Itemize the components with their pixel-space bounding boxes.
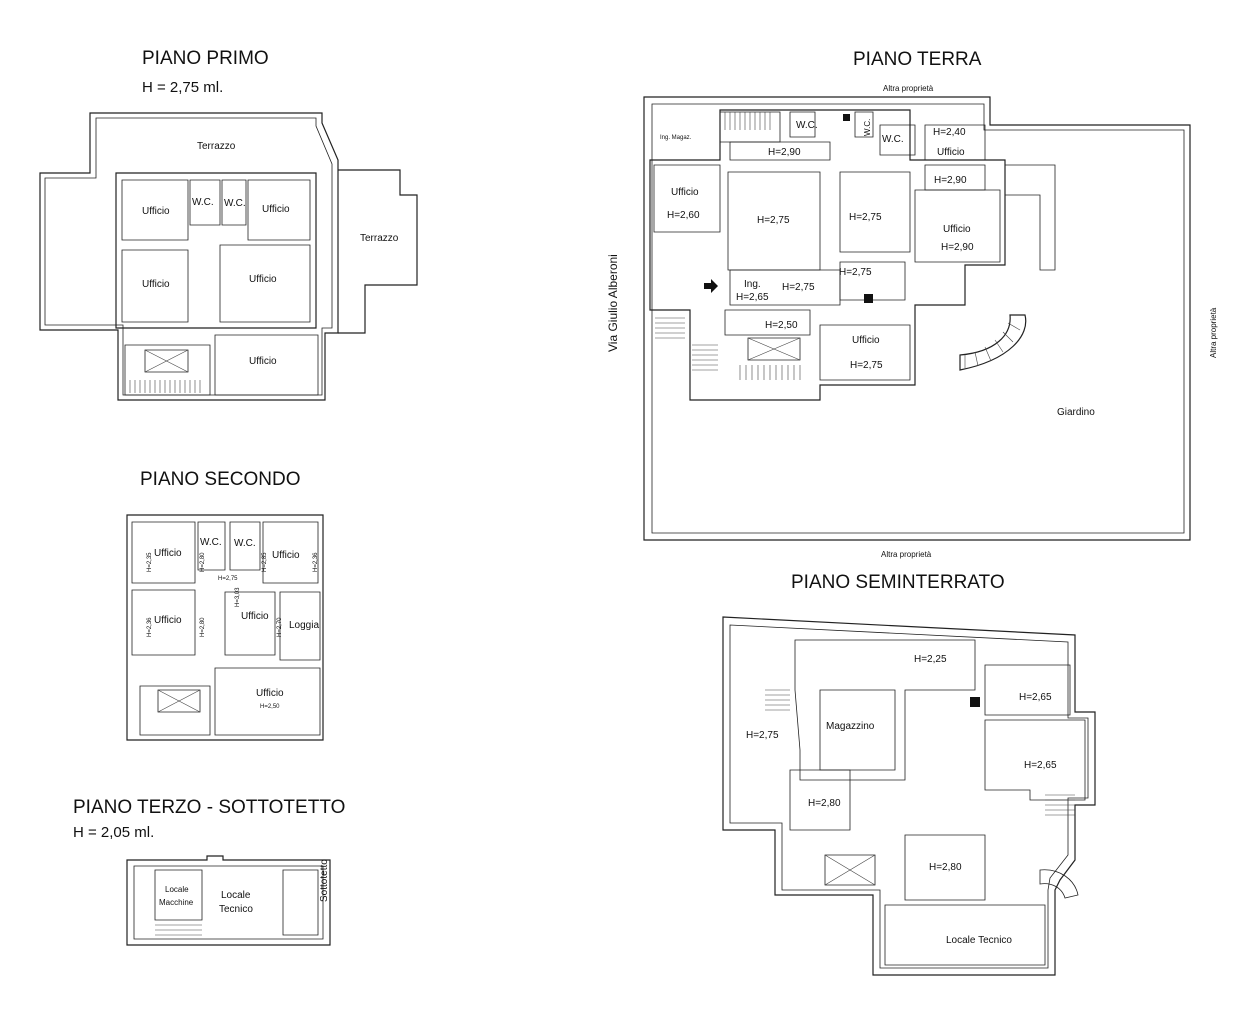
plan-piano-secondo: PIANO SECONDO Ufficio W.C. W.C. Ufficio … (126, 469, 324, 741)
plan-piano-terra: PIANO TERRA Altra proprietà Altra propri… (606, 49, 1218, 559)
terra-north-label: Altra proprietà (883, 84, 934, 93)
terra-room-wc-3: W.C. (882, 134, 904, 145)
semi-room-magazzino: Magazzino (826, 721, 875, 732)
secondo-room-ufficio-4: Ufficio (241, 611, 269, 622)
stair-marker-icon (864, 294, 873, 303)
semi-h-275: H=2,75 (746, 730, 779, 741)
terra-h-250: H=2,50 (765, 320, 798, 331)
terra-street-label: Via Giulio Alberoni (606, 254, 620, 352)
plan-piano-primo: PIANO PRIMO H = 2,75 ml. Terrazzo Uffici… (39, 48, 418, 401)
terra-room-ufficio-4: Ufficio (852, 335, 880, 346)
primo-room-terrazzo-2: Terrazzo (360, 233, 399, 244)
secondo-room-ufficio-5: Ufficio (256, 688, 284, 699)
primo-room-ufficio-2: Ufficio (262, 204, 290, 215)
secondo-h-236-1: H=2,36 (313, 552, 319, 572)
piano-secondo-title: PIANO SECONDO (140, 469, 300, 490)
terra-h-290-3: H=2,90 (941, 242, 974, 253)
terra-room-ing-2: Ing. (744, 279, 761, 290)
secondo-h-280-2: H=2,80 (200, 617, 206, 637)
terra-h-275-4: H=2,75 (782, 282, 815, 293)
terzo-room-macchine: Macchine (159, 898, 194, 907)
primo-room-wc-2: W.C. (224, 198, 246, 209)
terra-h-275-3: H=2,75 (839, 267, 872, 278)
semi-room-locale-tecnico: Locale Tecnico (946, 935, 1012, 946)
primo-room-ufficio-3: Ufficio (142, 279, 170, 290)
semi-h-225: H=2,25 (914, 654, 947, 665)
primo-room-ufficio-5: Ufficio (249, 356, 277, 367)
secondo-room-wc-1: W.C. (200, 537, 222, 548)
terra-room-ufficio-1: Ufficio (937, 147, 965, 158)
terra-south-label: Altra proprietà (881, 550, 932, 559)
secondo-h-275: H=2,75 (218, 576, 238, 582)
semi-h-265-1: H=2,65 (1019, 692, 1052, 703)
secondo-h-270: H=2,70 (277, 617, 283, 637)
stair-marker-icon (843, 114, 850, 121)
terzo-room-sottotetto: Sottotetto (319, 859, 330, 902)
terra-h-290-2: H=2,90 (934, 175, 967, 186)
semi-h-265-2: H=2,65 (1024, 760, 1057, 771)
terra-room-ing: Ing. Magaz. (660, 135, 692, 141)
primo-room-terrazzo: Terrazzo (197, 141, 236, 152)
secondo-room-loggia: Loggia (289, 620, 319, 631)
terra-h-240: H=2,40 (933, 127, 966, 138)
semi-h-280-2: H=2,80 (929, 862, 962, 873)
terra-h-290-1: H=2,90 (768, 147, 801, 158)
secondo-h-285: H=2,85 (262, 552, 268, 572)
secondo-h-250: H=2,50 (260, 704, 280, 710)
terra-h-265: H=2,65 (736, 292, 769, 303)
semi-h-280-1: H=2,80 (808, 798, 841, 809)
primo-room-wc-1: W.C. (192, 197, 214, 208)
piano-seminterrato-title: PIANO SEMINTERRATO (791, 572, 1005, 593)
plan-piano-seminterrato: PIANO SEMINTERRATO H=2,25 H=2,65 Magazzi… (722, 572, 1096, 976)
stair-marker-icon (970, 697, 980, 707)
piano-terzo-title: PIANO TERZO - SOTTOTETTO (73, 797, 345, 818)
secondo-h-235: H=2,35 (147, 552, 153, 572)
entrance-arrow-icon (704, 279, 718, 293)
terra-h-275-1: H=2,75 (757, 215, 790, 226)
terzo-room-tecnico: Tecnico (219, 904, 253, 915)
terra-h-260: H=2,60 (667, 210, 700, 221)
terzo-room-locale-2: Locale (221, 890, 251, 901)
terra-h-275-2: H=2,75 (849, 212, 882, 223)
terra-room-wc-2: W.C. (863, 119, 872, 136)
secondo-room-ufficio-2: Ufficio (272, 550, 300, 561)
secondo-room-ufficio-1: Ufficio (154, 548, 182, 559)
piano-terra-title: PIANO TERRA (853, 49, 982, 70)
primo-room-ufficio-4: Ufficio (249, 274, 277, 285)
primo-room-ufficio-1: Ufficio (142, 206, 170, 217)
secondo-room-wc-2: W.C. (234, 538, 256, 549)
terra-room-ufficio-3: Ufficio (943, 224, 971, 235)
secondo-h-303: H=3,03 (235, 587, 241, 607)
terra-h-275-5: H=2,75 (850, 360, 883, 371)
secondo-h-280-1: H=2,80 (200, 552, 206, 572)
plan-piano-terzo: PIANO TERZO - SOTTOTETTO H = 2,05 ml. Lo… (73, 797, 345, 946)
piano-primo-title: PIANO PRIMO (142, 48, 269, 69)
terra-east-label: Altra proprietà (1209, 307, 1218, 358)
secondo-h-236-2: H=2,36 (147, 617, 153, 637)
terzo-room-locale-1: Locale (165, 885, 189, 894)
terra-room-wc-1: W.C. (796, 120, 818, 131)
piano-primo-height: H = 2,75 ml. (142, 79, 223, 96)
terra-room-giardino: Giardino (1057, 407, 1095, 418)
secondo-room-ufficio-3: Ufficio (154, 615, 182, 626)
piano-terzo-height: H = 2,05 ml. (73, 824, 154, 841)
terra-room-ufficio-2: Ufficio (671, 187, 699, 198)
